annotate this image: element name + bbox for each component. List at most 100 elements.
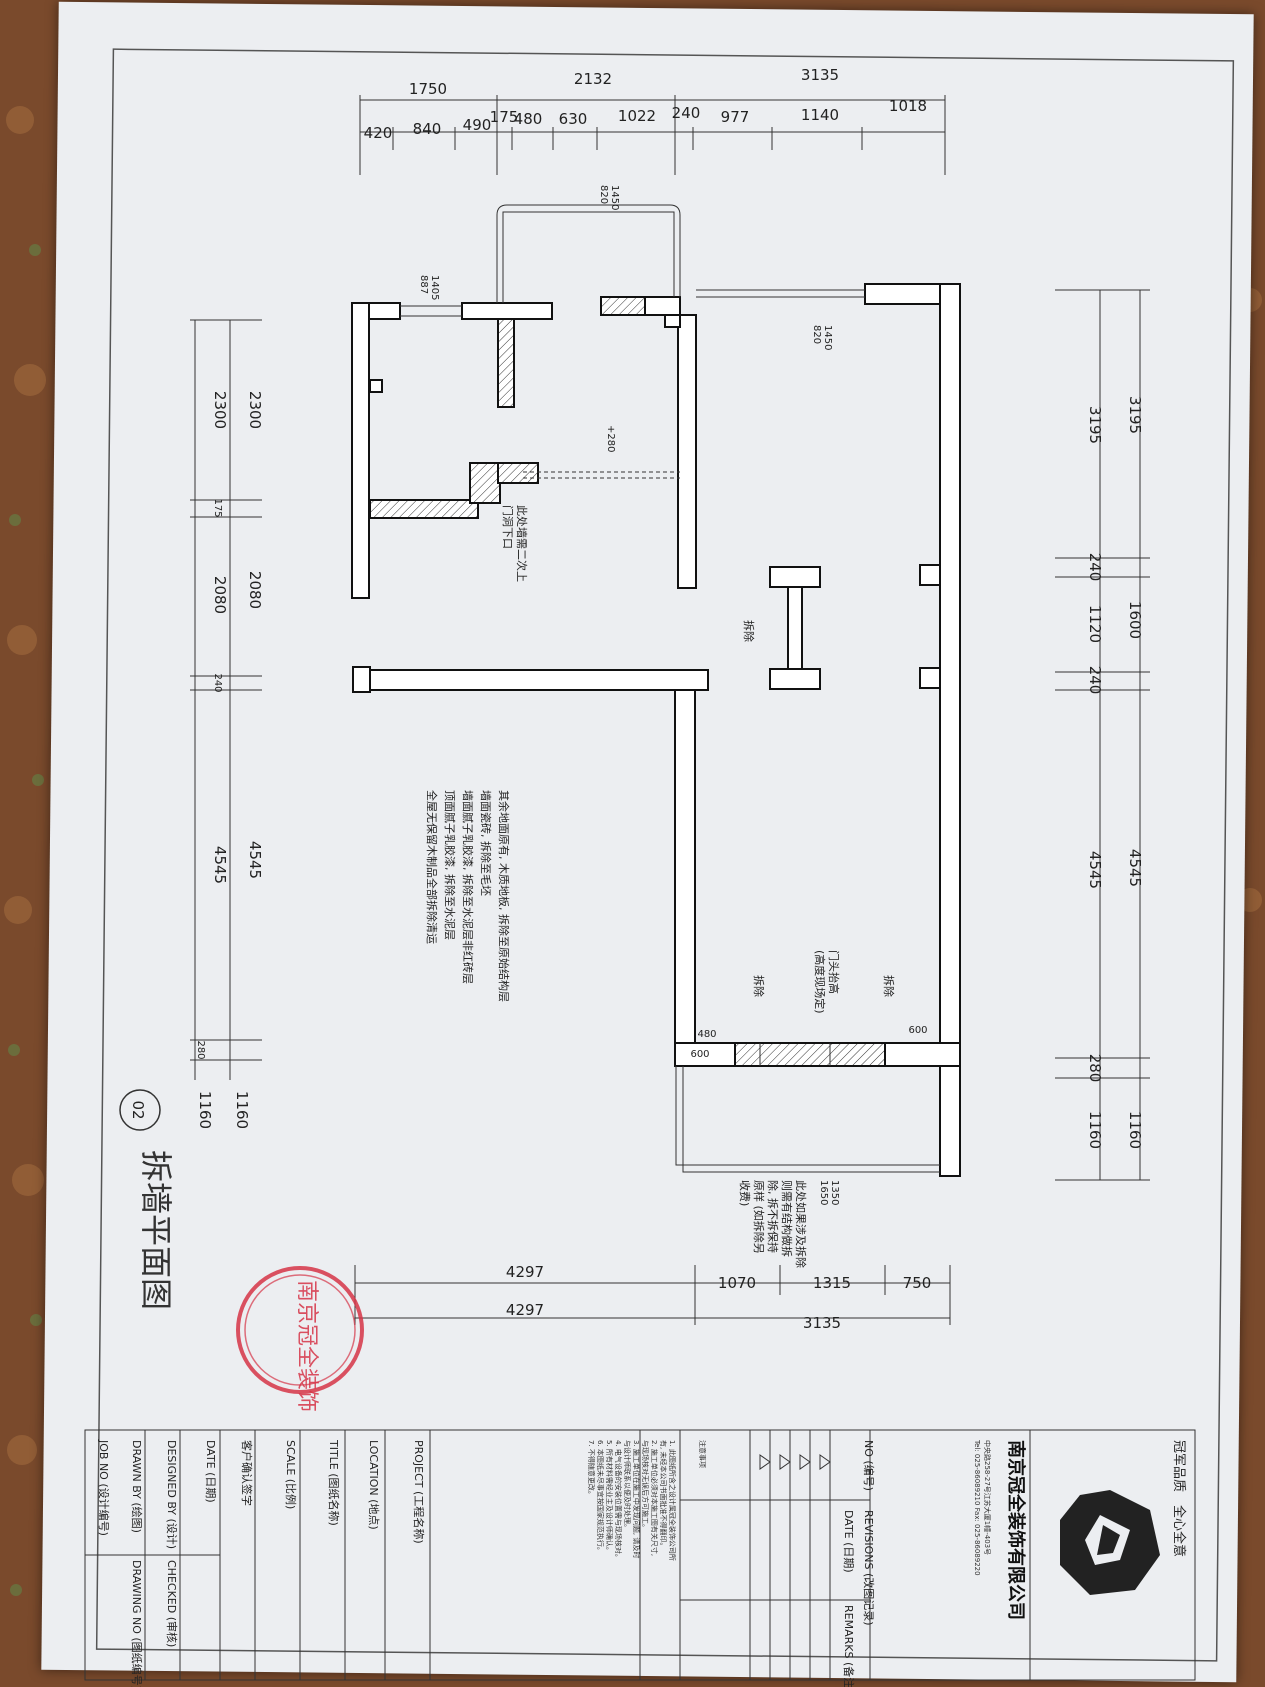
revision-remarks-label: REMARKS (备注): [842, 1605, 856, 1687]
window-label-balcony: 1350: [829, 1180, 840, 1205]
plan-annotations: 拆除 拆除 拆除 门头抬高 (高度现场定) 此处墙需二次上 门洞下口 此处如果涉…: [501, 505, 896, 1268]
note-7: 4. 电气设备的安装位置需与现场核对。: [614, 1440, 623, 1561]
wall-lower-vertical: [674, 689, 696, 1063]
company-logo-icon: [1060, 1490, 1160, 1595]
notes-label: 注意事项: [698, 1440, 707, 1468]
general-note-5: 全屋无保留木制品全部拆除清运: [425, 790, 439, 944]
sheet-border: [95, 48, 1235, 1662]
bottom-dimension-lines: [354, 1265, 951, 1325]
wall-center-small: [664, 314, 681, 328]
note-2: 有, 未经本公司书面批准不得翻印。: [659, 1440, 668, 1549]
window-size-labels: 1450 820 1405 887 1450 820 1350 1650: [418, 185, 840, 1205]
wall-right-notch-2: [919, 667, 941, 689]
wall-long-horizontal: [352, 669, 709, 691]
top-dimension-texts: 1750 2132 3135 420 840 490 175 480 630 1…: [364, 66, 927, 142]
wall-center-top: [600, 296, 647, 316]
title-label: TITLE (图纸名称): [327, 1439, 341, 1526]
dim-bottom-i1: 4297: [506, 1263, 544, 1281]
wall-left-room-top-2: [461, 302, 553, 320]
wall-left-short: [352, 666, 371, 693]
wall-left-room-stub: [469, 462, 501, 504]
sheet-number-text: 02: [129, 1100, 147, 1119]
company-phone: Tel: 025-86089210 Fax: 025-86089220: [973, 1439, 981, 1576]
dim-top-d4: 175: [490, 108, 519, 126]
wall-center-vertical: [677, 314, 697, 589]
wall-left-room-left: [351, 302, 370, 599]
wall-column-top: [769, 566, 821, 588]
floor-plan-walls: [351, 283, 961, 1177]
dim-top-d8: 240: [672, 104, 701, 122]
dim-bottom-i2: 1070: [718, 1274, 756, 1292]
dim-left-o2: 2080: [246, 571, 264, 609]
dim-top-2: 2132: [574, 70, 612, 88]
window-lines: [400, 204, 940, 1173]
demolish-label-1: 拆除: [742, 620, 756, 642]
balcony-note-5: 收费): [738, 1180, 752, 1206]
wall-bottom-right: [884, 1042, 961, 1067]
plan-dim-600-a: 600: [690, 1049, 709, 1060]
client-sign-label: 客户确认签字: [240, 1440, 254, 1506]
dim-left-i4: 240: [212, 673, 223, 692]
location-label: LOCATION (地点): [367, 1440, 380, 1530]
dim-bottom-o2: 3135: [803, 1314, 841, 1332]
dim-top-d11: 1018: [889, 97, 927, 115]
svg-text:南京冠全装饰: 南京冠全装饰: [294, 1280, 319, 1412]
company-name: 南京冠全装饰有限公司: [1005, 1440, 1027, 1620]
window-label-living-b: 820: [811, 325, 822, 344]
drawn-label: DRAWN BY (绘图): [130, 1440, 144, 1533]
revision-triangle-icons: [759, 1454, 831, 1470]
designed-label: DESIGNED BY (设计): [165, 1440, 178, 1549]
dim-left-i7: 1160: [196, 1091, 214, 1129]
dim-right-i3: 1120: [1086, 605, 1104, 643]
title-block-texts: 冠军品质 全心全意 南京冠全装饰有限公司 中央路258-27号江苏大厦1幢-40…: [97, 1439, 1187, 1687]
dim-right-o1: 3195: [1126, 396, 1144, 434]
note-5: 3. 施工单位在施工中发现问题, 请及时: [632, 1440, 641, 1558]
window-label-top: 1450: [609, 185, 620, 210]
dim-right-i4: 240: [1086, 666, 1104, 695]
left-dimension-lines: [190, 319, 262, 1080]
dim-right-i2: 240: [1086, 553, 1104, 582]
company-stamp: 南京冠全装饰: [236, 1266, 364, 1412]
window-label-top-b: 820: [598, 185, 609, 204]
dim-left-o1: 2300: [246, 391, 264, 429]
dim-left-i1: 2300: [211, 391, 229, 429]
dim-left-i6: 280: [195, 1040, 206, 1059]
dim-top-1: 1750: [409, 80, 447, 98]
dim-top-d10: 1140: [801, 106, 839, 124]
balcony-note-1: 此处如果涉及拆除: [794, 1180, 808, 1268]
right-dimension-lines: [1055, 289, 1150, 1181]
door-note-1: 此处墙需二次上: [515, 505, 529, 582]
wall-column-mid: [787, 586, 803, 670]
dim-right-o2: 1600: [1126, 601, 1144, 639]
plan-small-dims: 480 600 600 +280: [605, 425, 928, 1060]
date2-label: DATE (日期): [204, 1440, 217, 1503]
door-raise-label: 门头抬高: [827, 950, 841, 994]
wall-center-top-2: [644, 296, 681, 316]
checked-label: CHECKED (审核): [165, 1560, 179, 1647]
door-raise-sub: (高度现场定): [813, 950, 827, 1014]
door-note-2: 门洞下口: [501, 505, 515, 549]
balcony-note-2: 则需有结构做拆: [780, 1180, 794, 1257]
general-note-4: 顶面腻子乳胶漆, 拆除至水泥层: [443, 790, 457, 940]
note-1: 1. 此图纸所含之设计属冠全装饰公司所: [668, 1440, 677, 1561]
wall-left-room-stub-2: [497, 462, 539, 484]
dim-right-i7: 1160: [1086, 1111, 1104, 1149]
dim-top-d5: 480: [514, 110, 543, 128]
wall-left-small-1: [369, 379, 383, 393]
title-block: [84, 1429, 1196, 1681]
dim-bottom-i4: 750: [903, 1274, 932, 1292]
slogan: 冠军品质 全心全意: [1171, 1440, 1187, 1557]
plan-dim-480: 480: [697, 1029, 716, 1040]
company-address: 中央路258-27号江苏大厦1幢-403号: [983, 1440, 992, 1555]
window-label-kitchen: 1405: [429, 275, 440, 300]
dim-top-d7: 1022: [618, 107, 656, 125]
dim-top-d2: 840: [413, 120, 442, 138]
general-note-2: 墙面瓷砖, 拆除至毛坯: [479, 790, 493, 896]
dim-bottom-i3: 1315: [813, 1274, 851, 1292]
balcony-note-3: 除, 拆不拆保持: [766, 1180, 780, 1253]
note-4: 与现场核对无误后方可施工。: [641, 1440, 650, 1531]
general-note-3: 墙面腻子乳胶漆, 拆除至水泥层非红砖层: [461, 790, 475, 984]
wall-right-side: [939, 283, 961, 1065]
wall-left-room-partition: [497, 318, 515, 408]
